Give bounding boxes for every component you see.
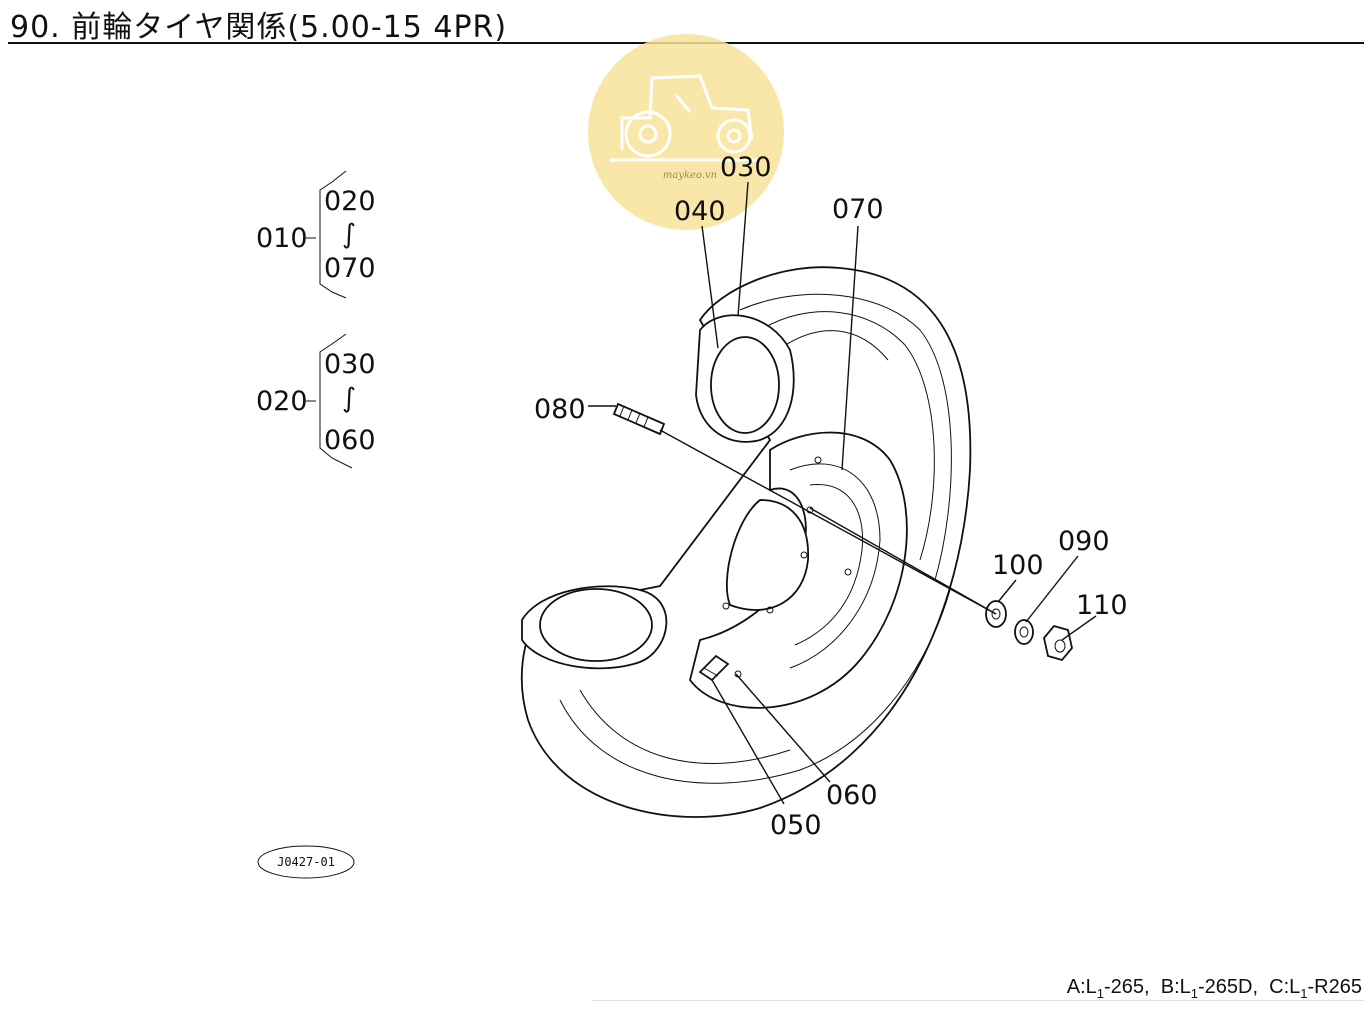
leader-lines	[588, 181, 1097, 805]
model-a-prefix: A:L	[1066, 976, 1097, 998]
model-c-suffix: -R265	[1307, 976, 1362, 998]
tread-groove-2	[759, 311, 935, 561]
page-title: 90. 前輪タイヤ関係(5.00-15 4PR)	[10, 10, 508, 45]
group-020-range: ∫	[342, 383, 356, 414]
model-b-prefix: B:L	[1160, 976, 1191, 998]
callout-060: 060	[826, 780, 878, 811]
tread-groove-5	[579, 689, 791, 764]
model-c-sub: 1	[1300, 986, 1308, 1001]
callout-110: 110	[1076, 590, 1128, 621]
tire-valve	[698, 654, 730, 682]
lock-washer	[1014, 619, 1034, 645]
tire-assembly	[520, 266, 972, 818]
hex-nut	[1043, 624, 1073, 662]
callout-030: 030	[720, 152, 772, 183]
drawing-code: J0427-01	[277, 855, 335, 869]
watermark-disc	[588, 34, 784, 230]
tread-groove-3	[777, 330, 889, 361]
model-applicability: A:L1-265, B:L1-265D, C:L1-R265	[1067, 976, 1362, 1001]
stud-bolt	[612, 402, 666, 436]
tractor-icon	[610, 74, 760, 162]
model-b-suffix: -265D,	[1198, 976, 1259, 998]
callout-080: 080	[534, 394, 586, 425]
tube-lower	[539, 588, 653, 662]
group-020-bracket	[319, 333, 353, 469]
group-020: 020 030 ∫ 060	[256, 333, 376, 469]
callout-070: 070	[832, 194, 884, 225]
callout-050: 050	[770, 810, 822, 841]
callout-090: 090	[1058, 526, 1110, 557]
model-c-prefix: C:L	[1269, 976, 1301, 998]
tube-upper	[710, 336, 780, 434]
model-a-suffix: -265,	[1104, 976, 1150, 998]
callout-040: 040	[674, 196, 726, 227]
callout-100: 100	[992, 550, 1044, 581]
group-010: 010 020 ∫ 070	[256, 170, 376, 299]
group-010-bracket	[319, 170, 347, 299]
group-020-from: 030	[324, 349, 376, 380]
model-b-sub: 1	[1190, 986, 1198, 1001]
model-a-sub: 1	[1096, 986, 1105, 1001]
footer-divider	[592, 1000, 1364, 1001]
group-010-range: ∫	[342, 219, 356, 250]
watermark-text: maykeo.vn	[663, 170, 717, 181]
group-020-to: 060	[324, 425, 376, 456]
group-010-to: 070	[324, 253, 376, 284]
drawing-code-badge: J0427-01	[257, 845, 355, 879]
group-010-from: 020	[324, 186, 376, 217]
group-010-parent: 010	[256, 223, 308, 254]
group-020-parent: 020	[256, 386, 308, 417]
watermark: maykeo.vn	[588, 34, 784, 230]
tread-groove-4	[559, 589, 951, 784]
wheel-hub-opening	[726, 499, 809, 611]
tread-groove-1	[739, 293, 952, 581]
rim-ring-2	[794, 483, 864, 646]
rim-ring-1	[789, 463, 881, 669]
